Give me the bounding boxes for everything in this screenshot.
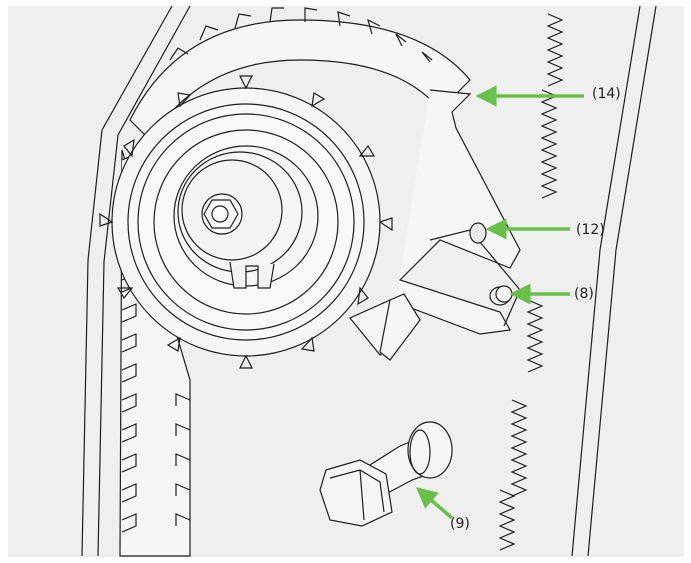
timing-belt-top-arc bbox=[129, 7, 471, 141]
callout-arrow-9 bbox=[416, 487, 454, 520]
centre-bolt bbox=[201, 193, 243, 235]
indicator-pin bbox=[489, 285, 513, 306]
tensioner-arm bbox=[349, 89, 521, 361]
callout-label-14: (14) bbox=[592, 86, 621, 102]
indicator-hole bbox=[469, 222, 487, 244]
tensioner-bolt bbox=[319, 421, 453, 527]
callout-label-8: (8) bbox=[574, 286, 594, 302]
eccentric-hub bbox=[173, 145, 319, 289]
timing-belt-right-run bbox=[498, 13, 564, 551]
callout-label-12: (12) bbox=[576, 222, 605, 238]
engine-casing-edges bbox=[81, 5, 657, 557]
callout-label-9: (9) bbox=[450, 516, 470, 532]
callout-arrows bbox=[416, 85, 584, 520]
